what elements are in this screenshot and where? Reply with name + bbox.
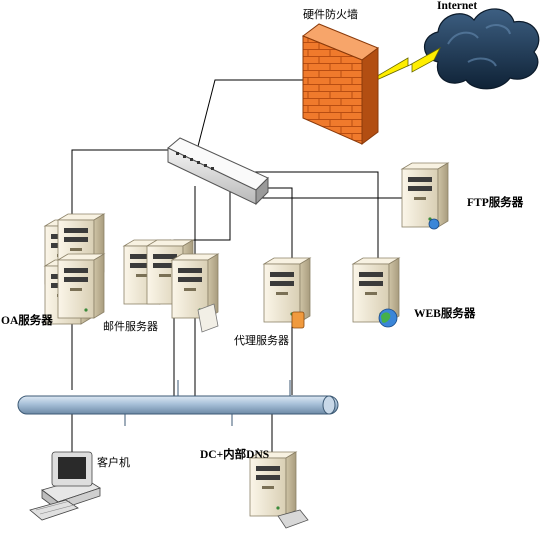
desktop-computer-icon: [29, 451, 101, 521]
web-server-icon: [352, 257, 400, 328]
network-switch-icon: [167, 137, 269, 206]
web-server-label: WEB服务器: [414, 308, 476, 320]
firewall-label: 硬件防火墙: [303, 8, 358, 21]
ftp-server-icon: [401, 162, 449, 230]
mail-server-label: 邮件服务器: [103, 320, 158, 333]
oa-server-group: [44, 213, 105, 325]
dns-server-icon: [249, 451, 309, 529]
cloud-icon: [423, 8, 540, 90]
dns-server-label: DC+内部DNS: [200, 449, 270, 461]
network-backbone-bus: [17, 380, 339, 426]
client-label: 客户机: [97, 456, 130, 469]
proxy-server-icon: [263, 257, 311, 329]
ftp-server-label: FTP服务器: [467, 197, 524, 209]
oa-server-label: OA服务器: [1, 315, 53, 327]
internet-label: Internet: [437, 0, 478, 12]
mail-server-group: [123, 239, 219, 333]
brick-firewall-icon: [301, 23, 380, 145]
proxy-server-label: 代理服务器: [234, 334, 289, 347]
